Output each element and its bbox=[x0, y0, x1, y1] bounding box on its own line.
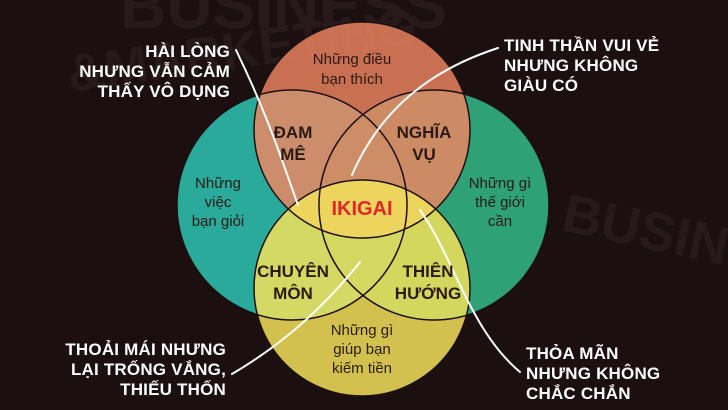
overlap-passion-2: MÊ bbox=[280, 145, 306, 164]
circle-bottom bbox=[254, 180, 470, 396]
circle-outlines bbox=[176, 21, 550, 397]
right-circle-label-1: Những gì bbox=[469, 175, 532, 192]
overlap-profession-2: MÔN bbox=[273, 284, 313, 303]
left-circle-label-2: việc bbox=[205, 194, 232, 211]
connector-top-right bbox=[351, 47, 499, 176]
connector-bottom-right bbox=[419, 209, 521, 373]
overlap-mission-2: VỤ bbox=[412, 145, 436, 164]
connector-top-left bbox=[235, 49, 299, 206]
bottom-circle-label-1: Những gì bbox=[331, 322, 394, 339]
note-top-left: HÀI LÒNG NHƯNG VẪN CẢM THẤY VÔ DỤNG bbox=[79, 42, 230, 101]
top-circle-label-2: bạn thích bbox=[321, 71, 383, 88]
overlap-profession-1: CHUYÊN bbox=[257, 262, 329, 281]
left-circle-label-1: Những bbox=[195, 175, 241, 192]
connector-bottom-left bbox=[231, 261, 361, 375]
circle-labels: Những điều bạn thích Những việc bạn giỏi… bbox=[192, 51, 532, 377]
overlap-mission-1: NGHĨA bbox=[397, 122, 452, 142]
bottom-circle-label-3: kiếm tiền bbox=[332, 360, 392, 377]
note-top-right: TINH THẦN VUI VẺ NHƯNG KHÔNG GIÀU CÓ bbox=[504, 36, 660, 95]
connector-lines bbox=[231, 47, 521, 375]
right-circle-label-3: cần bbox=[488, 213, 512, 230]
bottom-circle-label-2: giúp bạn bbox=[333, 341, 391, 358]
circle-top bbox=[254, 22, 470, 238]
overlap-labels: ĐAM MÊ NGHĨA VỤ CHUYÊN MÔN THIÊN HƯỚNG I… bbox=[257, 122, 461, 303]
note-bottom-right: THỎA MÃN NHƯNG KHÔNG CHẮC CHẮN bbox=[526, 344, 661, 403]
right-circle-label-2: thế giới bbox=[475, 194, 525, 211]
watermark-line-3: BUSINESS bbox=[558, 183, 728, 299]
note-bottom-left: THOẢI MÁI NHƯNG LẠI TRỐNG VẮNG, THIẾU TH… bbox=[65, 340, 226, 399]
overlap-vocation-1: THIÊN bbox=[403, 262, 454, 281]
top-circle-label-1: Những điều bbox=[313, 51, 391, 68]
left-circle-label-3: bạn giỏi bbox=[192, 213, 245, 230]
overlap-vocation-2: HƯỚNG bbox=[395, 284, 461, 303]
circles bbox=[177, 22, 549, 396]
overlap-passion-1: ĐAM bbox=[274, 123, 313, 142]
ikigai-center-label: IKIGAI bbox=[331, 198, 392, 220]
